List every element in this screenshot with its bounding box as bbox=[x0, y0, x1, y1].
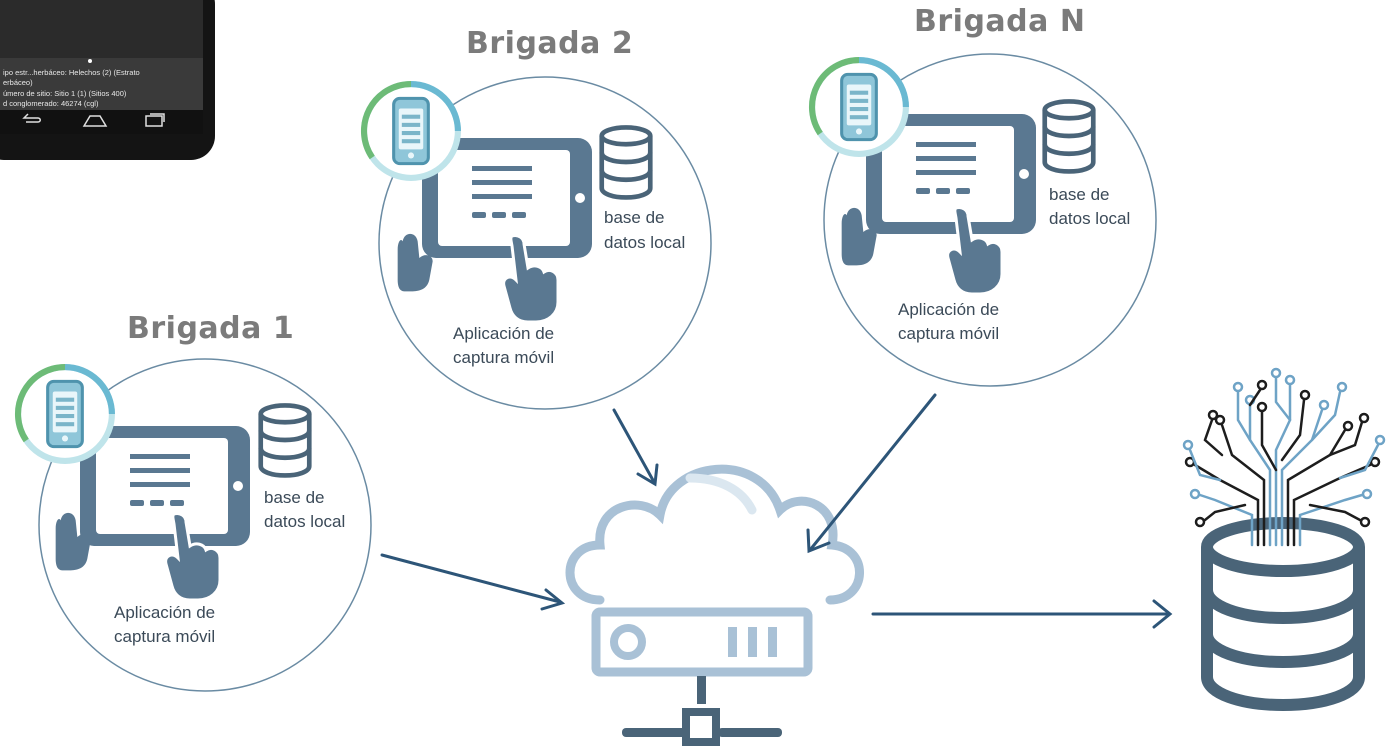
tree-node bbox=[1194, 516, 1206, 528]
phone-text-line: úmero de sitio: Sitio 1 (1) (Sitios 400) bbox=[3, 89, 127, 98]
tree-branch bbox=[1274, 383, 1292, 547]
recent-apps-icon bbox=[145, 113, 165, 127]
tree-branch bbox=[1280, 408, 1324, 547]
tree-node bbox=[1359, 516, 1371, 528]
tree-node bbox=[1284, 374, 1296, 386]
phone-text-line: ipo estr...herbáceo: Helechos (2) (Estra… bbox=[3, 68, 140, 77]
app-label-line2: captura móvil bbox=[114, 627, 216, 646]
tree-branch bbox=[1328, 420, 1364, 457]
tree-node bbox=[1256, 379, 1268, 391]
tree-branch bbox=[1193, 463, 1260, 547]
arrow-brigadan-to-cloud bbox=[808, 393, 937, 552]
tree-node bbox=[1182, 439, 1194, 451]
home-nav-icon bbox=[82, 115, 108, 127]
tree-branch bbox=[1286, 428, 1347, 547]
back-nav-icon bbox=[22, 113, 41, 123]
tree-node bbox=[1299, 389, 1311, 401]
arrow-brigada1-to-cloud bbox=[380, 553, 562, 604]
tree-branch bbox=[1203, 503, 1247, 522]
phone-text-line: erbáceo) bbox=[3, 78, 33, 87]
phone-screenshot bbox=[0, 0, 215, 160]
tree-branch bbox=[1236, 390, 1252, 442]
tree-branch bbox=[1248, 388, 1262, 407]
tree-node bbox=[1318, 399, 1330, 411]
tree-node bbox=[1369, 456, 1381, 468]
brigada-n-title: Brigada N bbox=[914, 4, 1086, 39]
tree-branch bbox=[1248, 403, 1272, 547]
tablet-icon bbox=[80, 426, 250, 546]
network-icon bbox=[622, 676, 782, 746]
tree-branch bbox=[1292, 463, 1372, 547]
db-label-line2: datos local bbox=[264, 512, 346, 531]
smartphone-icon bbox=[812, 60, 906, 154]
brigada-1-title: Brigada 1 bbox=[127, 311, 295, 346]
tree-branch bbox=[1338, 443, 1380, 480]
db-label-line1: base de bbox=[604, 208, 665, 227]
cloud-server-icon bbox=[565, 464, 864, 677]
tree-branch bbox=[1220, 423, 1266, 547]
tree-branch bbox=[1280, 398, 1306, 462]
tree-node bbox=[1232, 381, 1244, 393]
tree-node bbox=[1336, 381, 1348, 393]
arrows bbox=[380, 393, 1173, 629]
app-label-line2: captura móvil bbox=[898, 324, 1000, 343]
data-tree-icon bbox=[1182, 367, 1386, 547]
tree-node bbox=[1270, 367, 1282, 379]
brigada-2-title: Brigada 2 bbox=[466, 26, 634, 61]
phone-text-line: d conglomerado: 46274 (cgl) bbox=[3, 99, 99, 108]
tree-node bbox=[1358, 412, 1370, 424]
app-label-line1: Aplicación de bbox=[114, 603, 216, 622]
tree-branch bbox=[1260, 410, 1278, 472]
tree-node bbox=[1342, 420, 1354, 432]
tree-branch bbox=[1203, 418, 1224, 457]
db-label-line2: datos local bbox=[604, 233, 686, 252]
db-label-line1: base de bbox=[264, 488, 325, 507]
tree-branch bbox=[1308, 503, 1362, 522]
smartphone-icon bbox=[18, 367, 112, 461]
smartphone-icon bbox=[364, 84, 458, 178]
tree-node bbox=[1374, 434, 1386, 446]
tree-branch bbox=[1274, 376, 1292, 422]
arrow-brigada2-to-cloud bbox=[612, 408, 656, 484]
app-label-line1: Aplicación de bbox=[453, 324, 555, 343]
db-label-line1: base de bbox=[1049, 185, 1110, 204]
app-label-line2: captura móvil bbox=[453, 348, 555, 367]
app-label-line1: Aplicación de bbox=[898, 300, 1000, 319]
tree-node bbox=[1214, 414, 1226, 426]
tree-branch bbox=[1188, 448, 1222, 482]
tree-node bbox=[1189, 488, 1201, 500]
tree-node bbox=[1256, 401, 1268, 413]
tree-node bbox=[1207, 409, 1219, 421]
tree-branch bbox=[1310, 390, 1342, 442]
central-database-icon bbox=[1201, 517, 1365, 712]
tree-node bbox=[1361, 488, 1373, 500]
db-label-line2: datos local bbox=[1049, 209, 1131, 228]
